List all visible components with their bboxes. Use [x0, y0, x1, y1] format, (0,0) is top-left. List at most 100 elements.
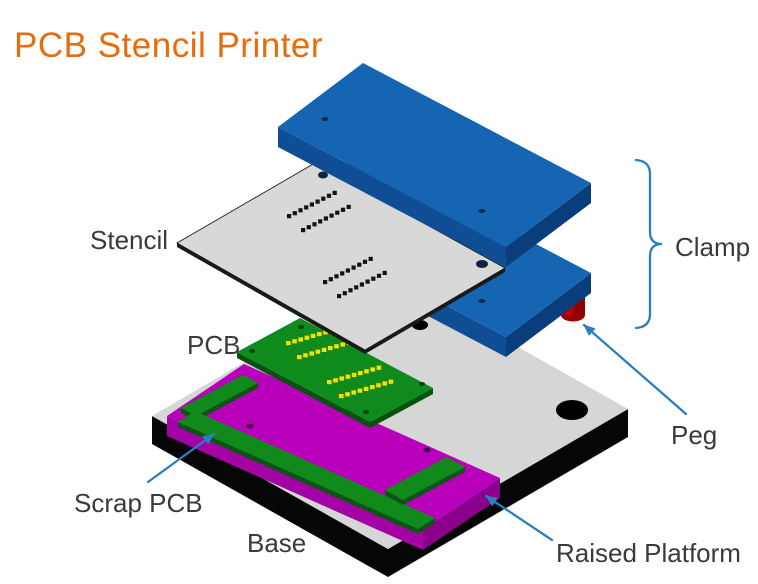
scrap-strip-right — [385, 457, 465, 500]
scrap-pcb-arrow — [146, 432, 216, 484]
upper-clamp-right-face — [506, 183, 591, 267]
stencil-aperture — [382, 270, 387, 275]
pcb-pad — [298, 337, 303, 342]
pcb-pad — [304, 335, 310, 340]
stencil-aperture — [312, 222, 317, 227]
scrap-strip-side — [196, 383, 258, 421]
stencil-aperture — [376, 273, 382, 278]
stencil-aperture — [326, 193, 332, 198]
upper-clamp-hole — [321, 117, 329, 121]
pcb-pad — [309, 351, 314, 356]
stencil-aperture-rows — [287, 190, 387, 299]
pcb-hole — [249, 349, 255, 353]
pcb-pad — [292, 339, 297, 344]
stencil-aperture — [332, 190, 337, 195]
stencil-aperture — [298, 208, 303, 213]
pcb-pad — [310, 333, 316, 338]
stencil-aperture — [348, 288, 353, 293]
stencil-top-face — [176, 162, 506, 351]
pcb-pad — [339, 394, 344, 399]
raised-platform-label: Raised Platform — [556, 538, 741, 568]
pcb-pad — [297, 355, 302, 360]
platform-right-face — [423, 478, 500, 550]
pcb-hole — [419, 382, 425, 386]
pcb-pad — [370, 367, 375, 372]
stencil-aperture — [340, 271, 345, 276]
scrap-strip-side — [385, 490, 403, 505]
pcb-pad — [321, 347, 327, 352]
pcb-hole — [363, 410, 369, 414]
platform-hole — [423, 447, 431, 453]
scrap-strip-side — [403, 467, 465, 505]
stencil-aperture — [328, 277, 333, 282]
pcb-pad — [376, 365, 382, 370]
stencil-aperture — [287, 214, 292, 219]
pcb-pad — [376, 383, 381, 388]
pcb-pad — [363, 386, 369, 391]
raised-platform-arrow — [484, 494, 554, 542]
scrap-strip-back-left — [181, 375, 258, 416]
peg-label: Peg — [671, 420, 717, 450]
scrap-strip-side — [418, 518, 435, 534]
stencil-aperture — [337, 294, 342, 299]
upper-clamp-hole — [478, 209, 486, 213]
pcb-pad — [286, 341, 291, 346]
pcb-pad — [351, 372, 357, 377]
stencil-aperture — [346, 204, 351, 209]
page-title: PCB Stencil Printer — [14, 26, 323, 65]
clamp-label: Clamp — [675, 232, 750, 262]
stencil-aperture — [365, 279, 370, 284]
pcb-pad — [345, 392, 350, 397]
upper-clamp-top-face — [278, 63, 591, 247]
pcb-pad — [382, 381, 387, 386]
pcb-pad — [303, 353, 308, 358]
scrap-pcb-label: Scrap PCB — [74, 488, 203, 518]
stencil-label: Stencil — [90, 225, 168, 255]
platform-hole — [246, 423, 254, 429]
scrap-strip-side — [178, 422, 418, 534]
pcb-pad — [317, 332, 322, 337]
upper-clamp-front-face — [278, 127, 506, 267]
pcb-pad — [370, 385, 375, 390]
stencil-aperture — [309, 202, 314, 207]
lower-clamp-hole — [478, 299, 486, 303]
pcb-pad — [357, 388, 363, 393]
stencil-aperture — [368, 256, 373, 261]
stencil-aperture — [354, 285, 359, 290]
base-label: Base — [247, 528, 306, 558]
lower-clamp-right-face — [506, 273, 591, 357]
pcb-pad — [334, 344, 339, 349]
stencil-aperture — [359, 282, 364, 287]
pcb-pad — [333, 378, 338, 383]
stencil-aperture — [329, 213, 334, 218]
stencil-aperture — [342, 291, 347, 296]
stencil-aperture — [292, 211, 297, 216]
stencil-aperture — [304, 205, 309, 210]
stencil-aperture — [362, 259, 368, 264]
pcb-pad — [345, 374, 351, 379]
stencil-aperture — [334, 274, 339, 279]
pcb-label: PCB — [187, 330, 240, 360]
scrap-pcb-strips — [178, 375, 465, 534]
clamp-brace — [634, 158, 663, 330]
stencil-aperture — [340, 207, 346, 212]
stencil-hole — [476, 260, 488, 268]
stencil-aperture — [321, 196, 326, 201]
base-hole — [556, 400, 588, 420]
pcb-pad — [351, 390, 356, 395]
stencil-aperture — [323, 280, 328, 285]
base-side-face — [152, 409, 628, 577]
pcb-pad — [388, 379, 394, 384]
pcb-hole — [298, 325, 304, 329]
stencil-aperture — [323, 216, 328, 221]
stencil-aperture — [351, 265, 356, 270]
stencil-hole — [318, 171, 328, 179]
pcb-pad — [327, 380, 332, 385]
stencil-aperture — [301, 228, 306, 233]
annotations: PCB Stencil Printer Stencil PCB Clamp Pe… — [14, 26, 750, 568]
stencil-aperture — [318, 219, 323, 224]
pcb-pad — [358, 371, 363, 376]
pcb-pad — [328, 346, 333, 351]
stencil-aperture — [306, 225, 311, 230]
